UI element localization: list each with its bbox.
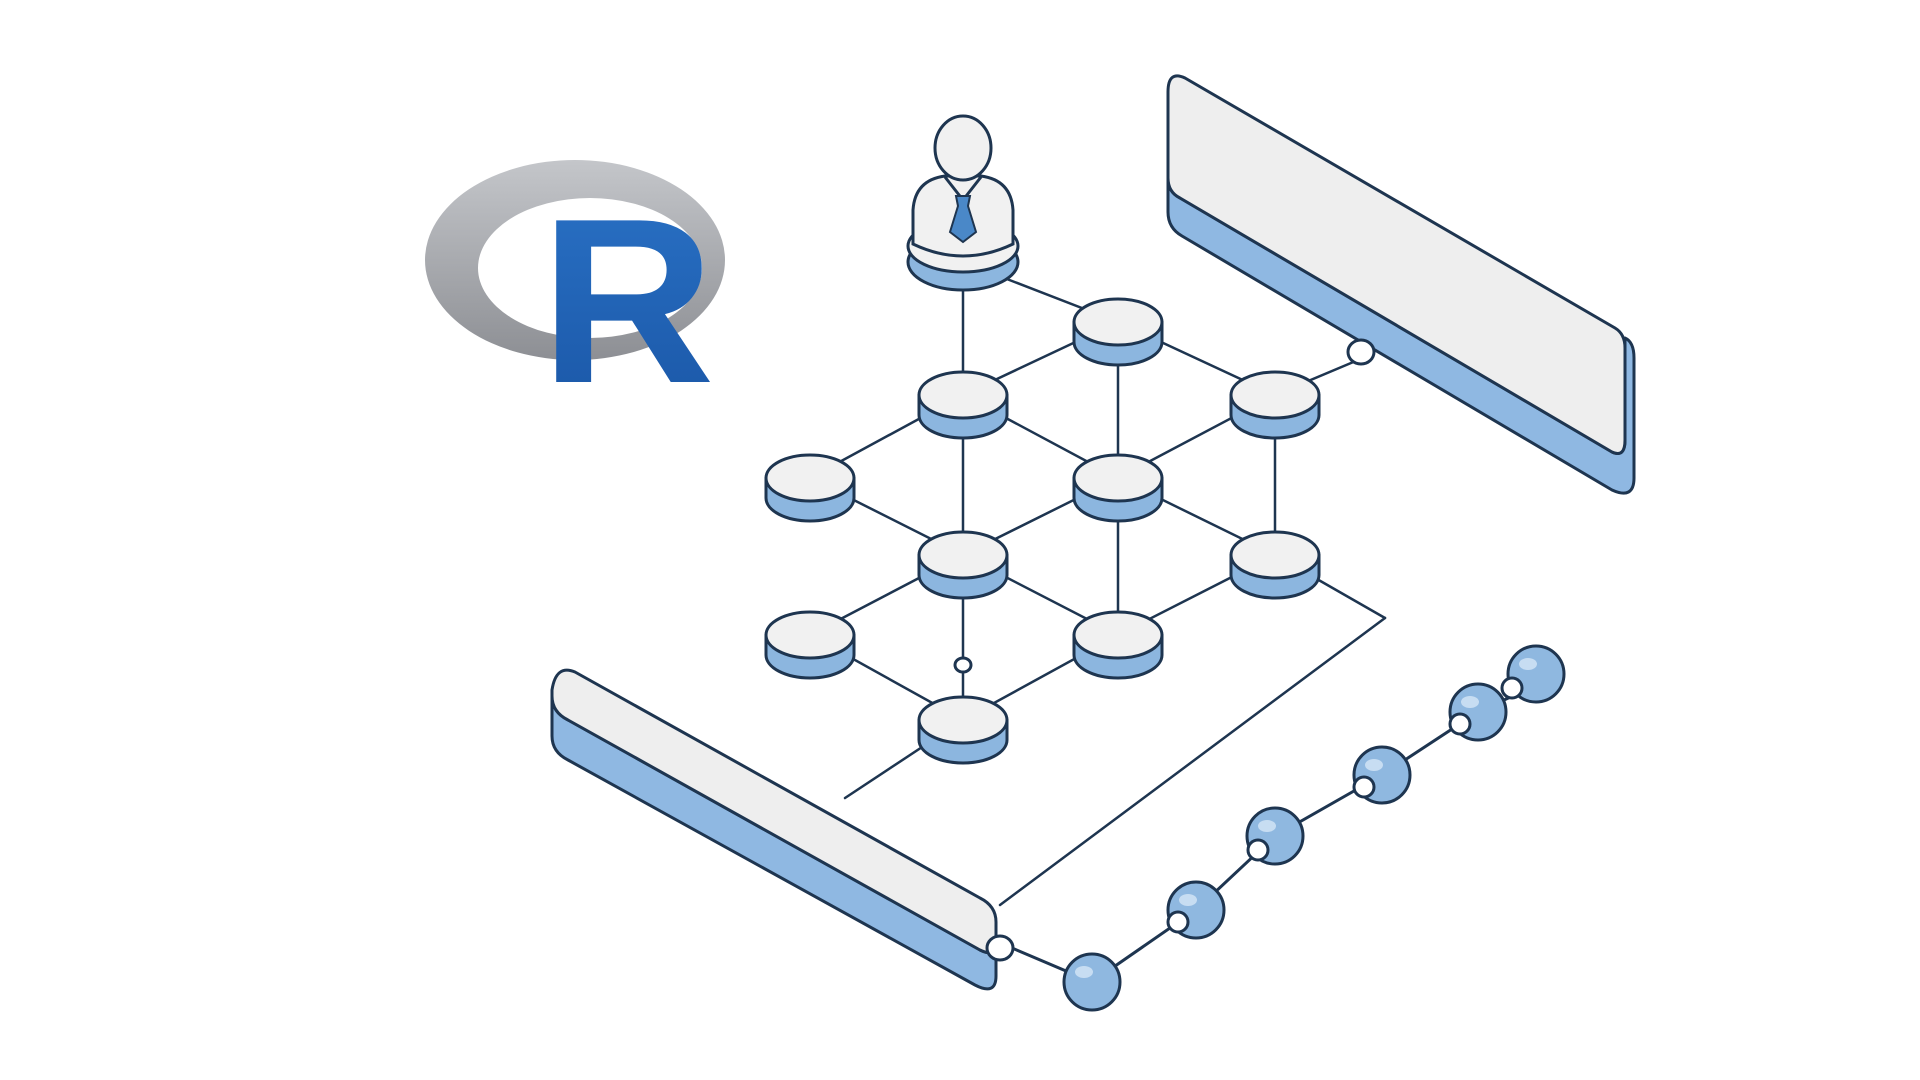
panel-top-right	[1166, 74, 1636, 495]
chain-bead	[1166, 910, 1190, 934]
person-icon	[906, 114, 1020, 292]
chain-bead	[1352, 775, 1376, 799]
chain-bead	[1448, 712, 1472, 736]
chain-ball-highlight	[1075, 966, 1093, 978]
chain-ball	[1062, 952, 1122, 1012]
network-node	[1072, 453, 1164, 523]
panel-bottom-left	[550, 668, 998, 991]
network-node	[1229, 530, 1321, 600]
network-node	[917, 695, 1009, 765]
chain-ball-highlight	[1365, 759, 1383, 771]
network-node	[917, 530, 1009, 600]
network-node	[1072, 297, 1164, 367]
chain-bead	[1500, 676, 1524, 700]
network-node	[1072, 610, 1164, 680]
r-logo-letter: R	[540, 169, 715, 432]
network-node	[764, 610, 856, 680]
panel-connector	[1346, 338, 1376, 366]
network-node	[917, 370, 1009, 440]
r-logo-ring	[425, 160, 725, 360]
node-junction-dot	[953, 656, 973, 674]
panel-connector	[985, 934, 1015, 962]
chain-ball-highlight	[1461, 696, 1479, 708]
chain-bead	[1246, 838, 1270, 862]
network-node	[1229, 370, 1321, 440]
r-logo: R	[425, 160, 725, 432]
network-nodes	[764, 297, 1321, 765]
panels	[550, 74, 1636, 991]
chain-ball-highlight	[1519, 658, 1537, 670]
connection-line	[998, 616, 1387, 907]
chain-ball-highlight	[1258, 820, 1276, 832]
chain-ball-highlight	[1179, 894, 1197, 906]
ball-chain	[1011, 644, 1566, 1012]
network-node	[764, 453, 856, 523]
